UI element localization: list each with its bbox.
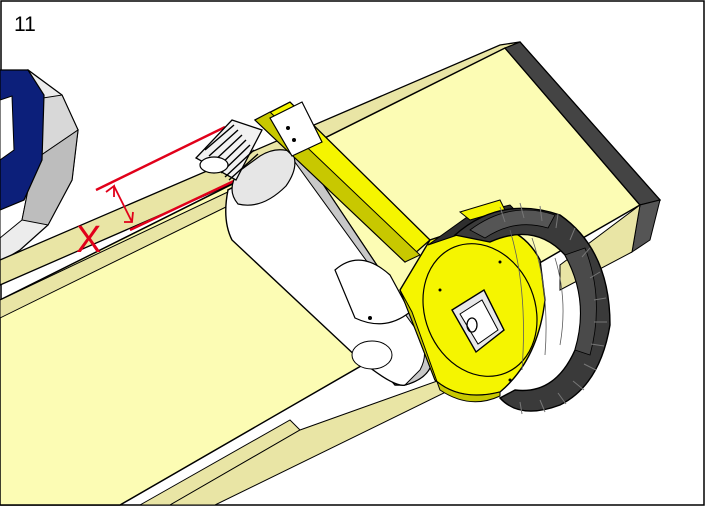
tape-rubber-ring: [453, 202, 611, 415]
arrow-up-icon: [105, 184, 115, 197]
arrow-down-icon: [124, 211, 134, 223]
measurement-indicator: [95, 125, 237, 232]
measure-line-lower: [129, 178, 237, 232]
measure-label-x: X: [76, 219, 101, 261]
tape-blade: [253, 101, 431, 263]
pipe: [225, 149, 433, 387]
blue-object: [0, 69, 79, 263]
threaded-end: [194, 119, 263, 181]
measure-arrow-shaft: [113, 185, 133, 223]
measure-line-upper: [95, 125, 226, 192]
step-number: 11: [14, 13, 36, 36]
